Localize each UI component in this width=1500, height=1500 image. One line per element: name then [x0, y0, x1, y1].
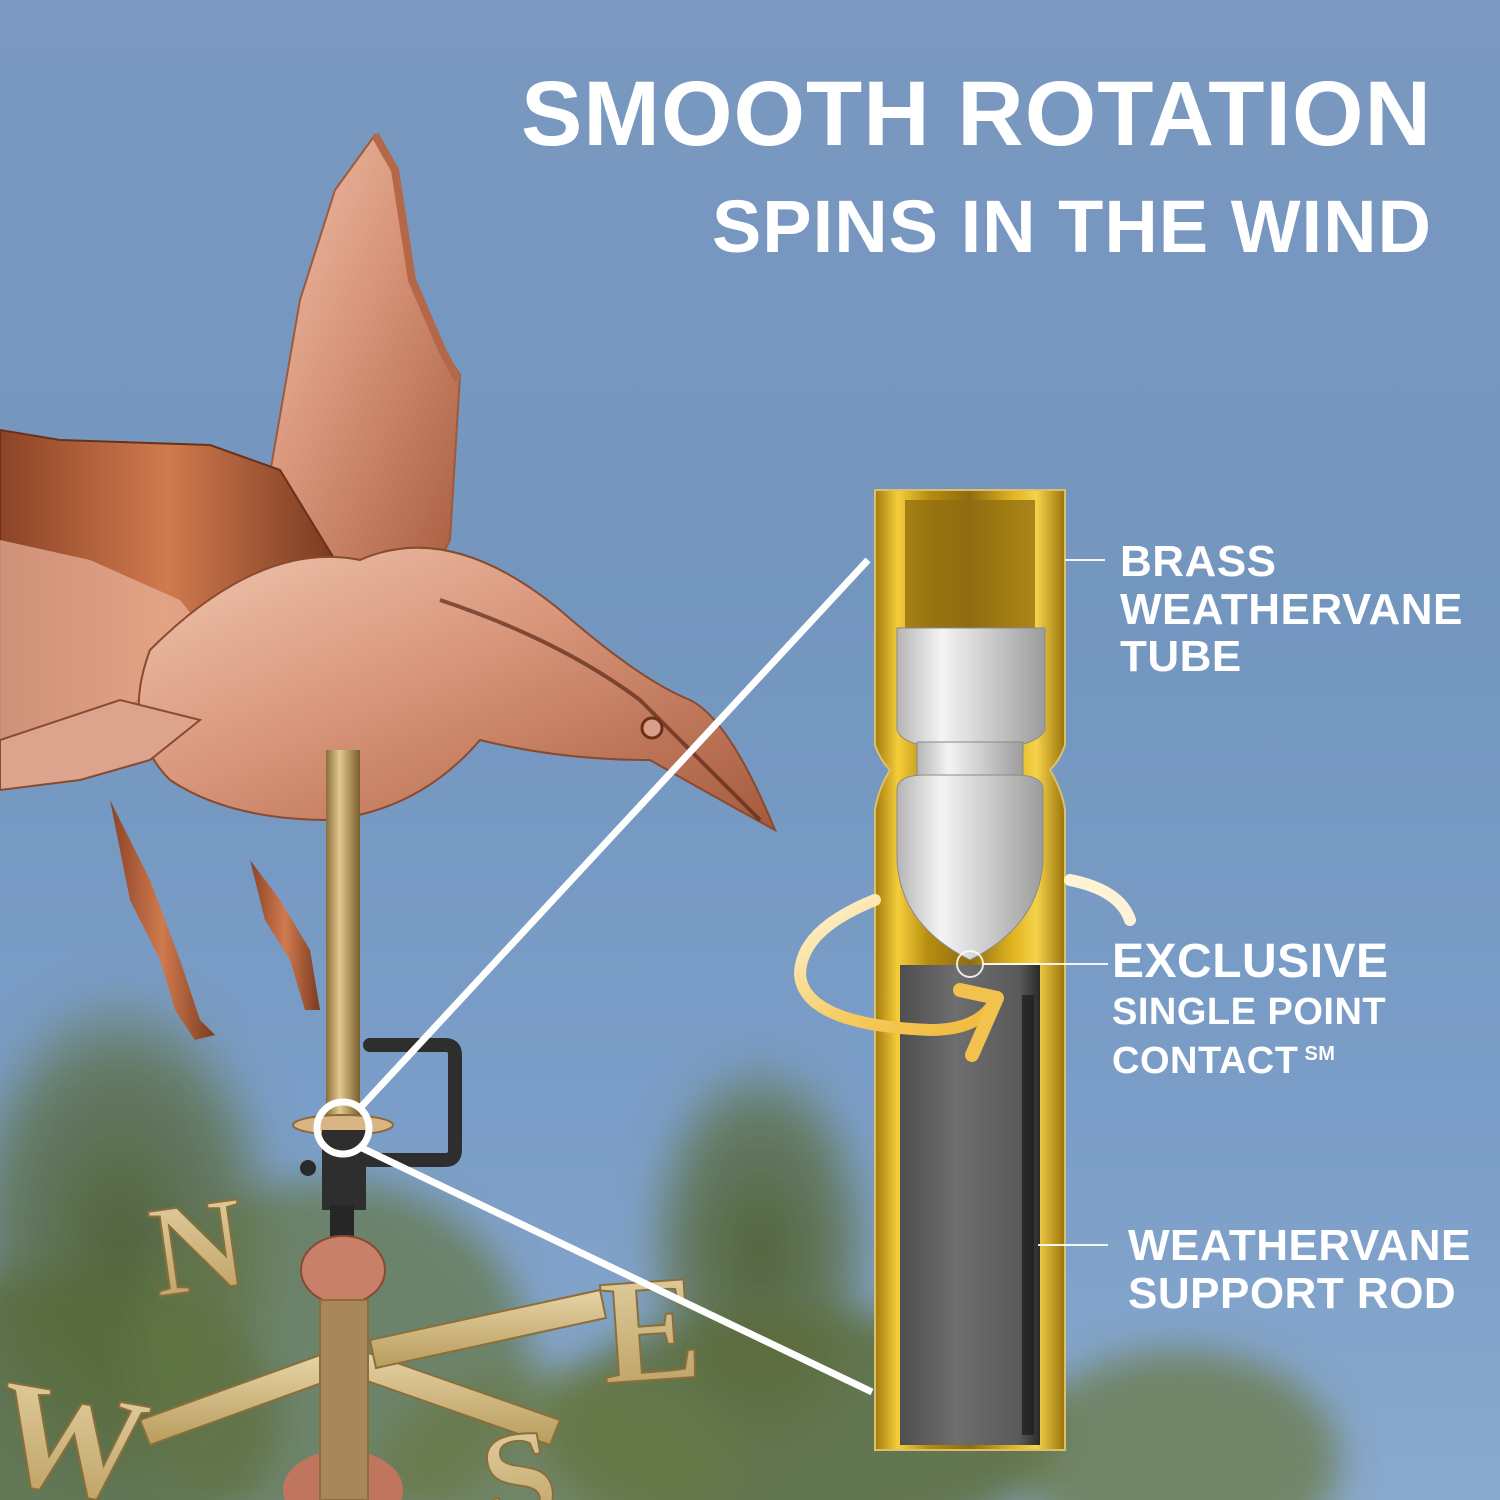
foliage-background [0, 980, 1340, 1500]
callout-contact-line-2: SINGLE POINT [1112, 990, 1387, 1033]
callout-brass-tube: BRASS WEATHERVANE TUBE [1120, 538, 1463, 681]
callout-contact-line-3: CONTACT [1112, 1040, 1299, 1083]
compass-directionals [138, 1288, 608, 1500]
callout-brass-line-3: TUBE [1120, 632, 1242, 682]
callout-brass-line-1: BRASS [1120, 537, 1277, 586]
mounting-bracket [361, 1038, 462, 1167]
copper-ball-top [300, 1235, 386, 1305]
headline-primary: SMOOTH ROTATION [520, 63, 1432, 165]
rotation-arrow-icon [793, 874, 1136, 1062]
callout-leaders [983, 559, 1108, 1246]
brass-spindle [326, 750, 360, 1130]
magnify-circle-icon [313, 1098, 373, 1158]
compass-letter-w: W [0, 1348, 160, 1500]
compass-letter-n: N [141, 1170, 254, 1326]
magnify-connector [313, 557, 874, 1396]
cutaway-tube [874, 489, 1066, 1451]
service-mark: SM [1304, 1043, 1336, 1066]
bird-eye [640, 716, 664, 740]
headline: SMOOTH ROTATION SPINS IN THE WIND [521, 68, 1432, 264]
callout-contact-line-1: EXCLUSIVE [1112, 935, 1389, 988]
callout-rod-line-2: SUPPORT ROD [1128, 1268, 1457, 1318]
callout-rod-line-1: WEATHERVANE [1128, 1221, 1471, 1270]
callout-brass-line-2: WEATHERVANE [1120, 584, 1463, 634]
copper-goose-weathervane [0, 133, 777, 1040]
headline-secondary: SPINS IN THE WIND [711, 185, 1432, 268]
callout-support-rod: WEATHERVANE SUPPORT ROD [1128, 1222, 1471, 1317]
